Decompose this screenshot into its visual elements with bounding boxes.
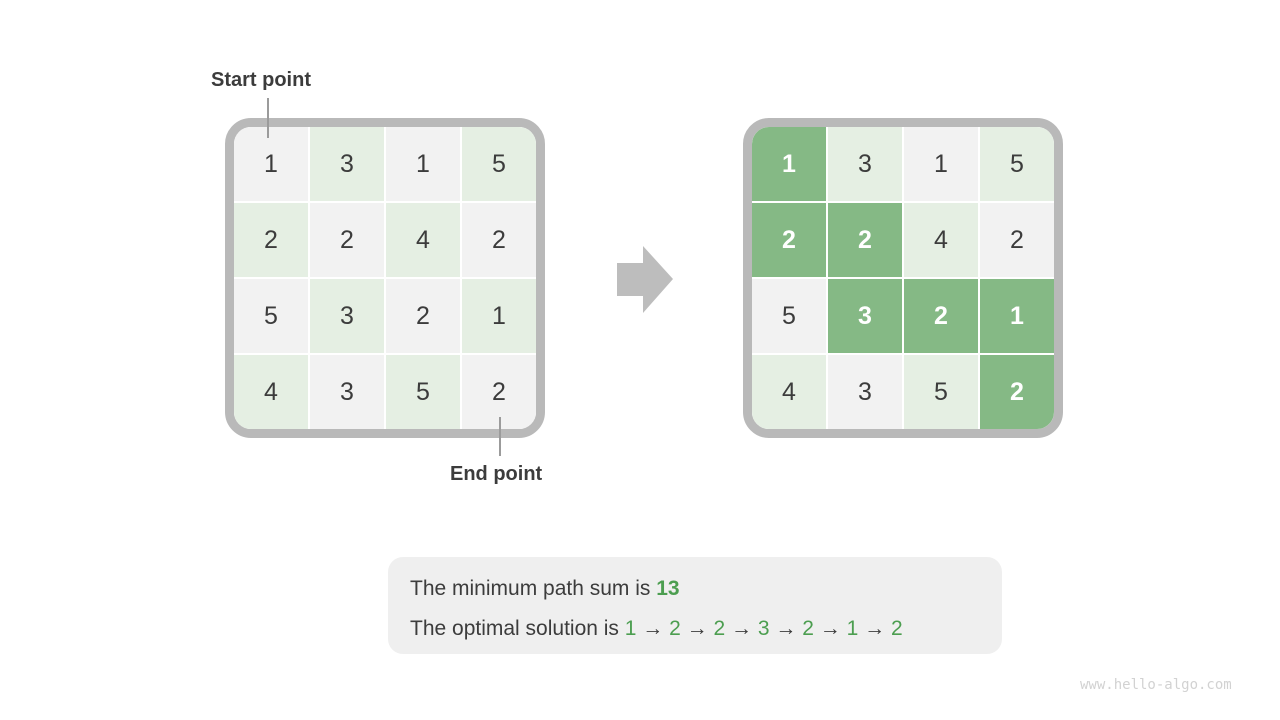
path-step-value: 1: [846, 617, 859, 640]
path-arrow-separator: →: [725, 617, 758, 640]
path-arrow-separator: →: [636, 617, 670, 640]
grid-cell-r1-c0: 2: [234, 203, 308, 277]
grid-cell-r2-c1: 3: [828, 279, 902, 353]
path-arrow-separator: →: [769, 617, 803, 640]
path-step-value: 2: [713, 617, 726, 640]
path-step-value: 2: [802, 617, 814, 640]
summary-box: The minimum path sum is 13 The optimal s…: [388, 557, 1002, 654]
end-point-label: End point: [450, 463, 543, 485]
grid-cell-r2-c3: 1: [980, 279, 1054, 353]
right-arrow-icon: [617, 246, 673, 313]
grid-cell-r0-c1: 3: [828, 127, 902, 201]
grid-cell-r3-c0: 4: [234, 355, 308, 429]
grid-cell-r1-c2: 4: [386, 203, 460, 277]
end-pointer-line: [499, 417, 501, 456]
watermark: www.hello-algo.com: [1080, 677, 1232, 693]
min-sum-value: 13: [656, 577, 680, 600]
start-pointer-line: [267, 98, 269, 138]
grid-cell-r2-c1: 3: [310, 279, 384, 353]
grid-cell-r1-c1: 2: [828, 203, 902, 277]
grid-cell-r0-c0: 1: [234, 127, 308, 201]
min-sum-prefix: The minimum path sum is: [410, 577, 657, 600]
grid-cell-r0-c1: 3: [310, 127, 384, 201]
grid-cell-r2-c0: 5: [752, 279, 826, 353]
grid-cell-r0-c3: 5: [980, 127, 1054, 201]
path-step-value: 3: [757, 617, 770, 640]
grid-cell-r1-c0: 2: [752, 203, 826, 277]
grid-cell-r0-c3: 5: [462, 127, 536, 201]
grid-cell-r3-c3: 2: [462, 355, 536, 429]
grid-cell-r3-c0: 4: [752, 355, 826, 429]
grid-cell-r2-c2: 2: [386, 279, 460, 353]
path-arrow-separator: →: [813, 617, 847, 640]
path-step-value: 2: [890, 617, 903, 640]
solution-prefix: The optimal solution is: [410, 617, 625, 640]
grid-cell-r2-c3: 1: [462, 279, 536, 353]
optimal-solution-line: The optimal solution is 1 → 2 → 2 → 3 → …: [410, 609, 1002, 649]
grid-cell-r0-c2: 1: [904, 127, 978, 201]
grid-cell-r2-c0: 5: [234, 279, 308, 353]
grid-cell-r1-c3: 2: [980, 203, 1054, 277]
grid-cell-r3-c3: 2: [980, 355, 1054, 429]
grid-cell-r1-c1: 2: [310, 203, 384, 277]
start-point-label: Start point: [211, 69, 311, 91]
grid-cell-r3-c1: 3: [310, 355, 384, 429]
grid-cell-r2-c2: 2: [904, 279, 978, 353]
grid-cell-r1-c2: 4: [904, 203, 978, 277]
grid-cell-r3-c2: 5: [904, 355, 978, 429]
path-step-value: 2: [669, 617, 681, 640]
path-arrow-separator: →: [858, 617, 891, 640]
min-sum-line: The minimum path sum is 13: [410, 569, 1002, 609]
grid-cell-r0-c0: 1: [752, 127, 826, 201]
grid-cell-r3-c2: 5: [386, 355, 460, 429]
grid-cell-r0-c2: 1: [386, 127, 460, 201]
grid-cell-r3-c1: 3: [828, 355, 902, 429]
path-arrow-separator: →: [680, 617, 714, 640]
path-step-value: 1: [624, 617, 637, 640]
solution-path-sequence: 1 → 2 → 2 → 3 → 2 → 1 → 2: [625, 617, 903, 640]
grid-cell-r1-c3: 2: [462, 203, 536, 277]
